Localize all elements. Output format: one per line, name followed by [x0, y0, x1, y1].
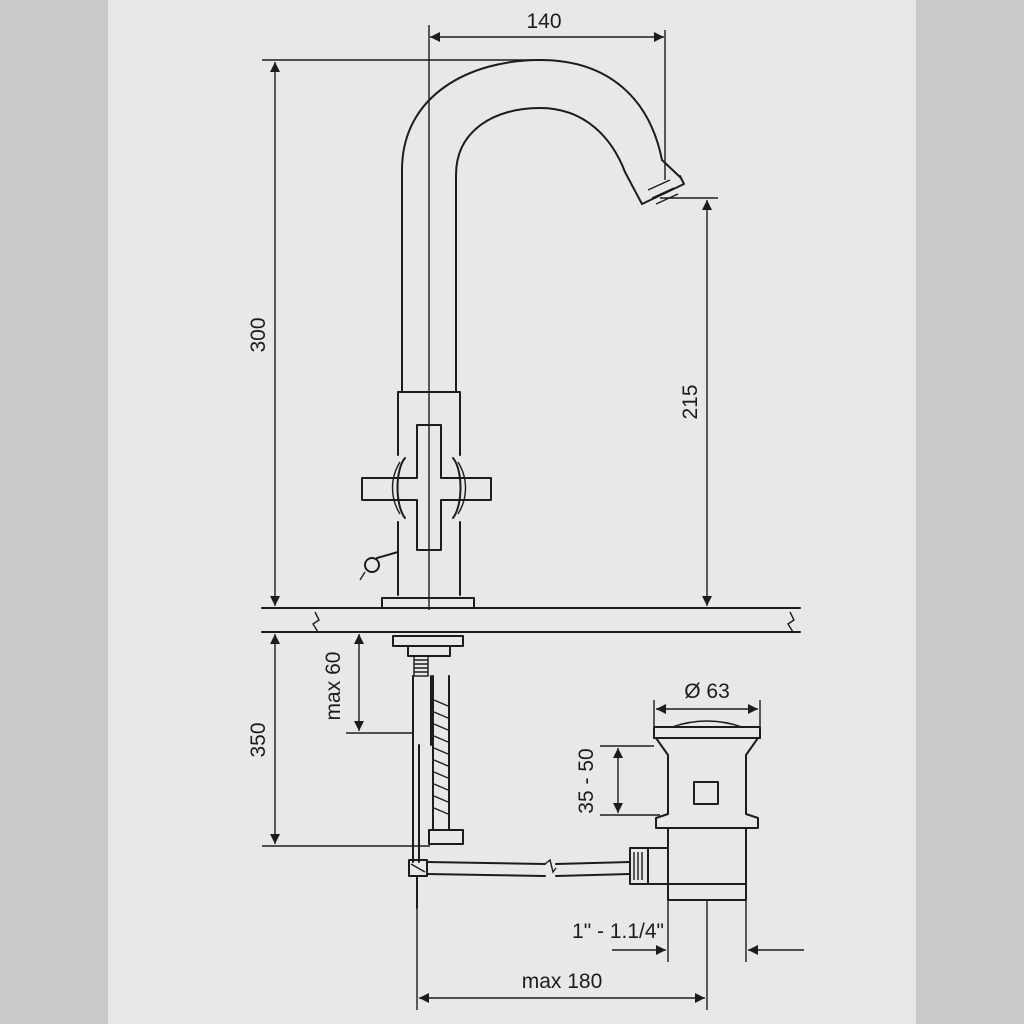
dimension-thread: 1" - 1.1/4" [572, 900, 804, 962]
dimension-140: 140 [430, 10, 666, 180]
dimension-max-180: max 180 [416, 900, 708, 1010]
label-300: 300 [247, 317, 270, 352]
pop-up-linkage [426, 847, 649, 885]
label-215: 215 [679, 384, 702, 419]
label-350: 350 [247, 722, 270, 757]
label-max-180: max 180 [522, 970, 603, 993]
label-thread: 1" - 1.1/4" [572, 920, 664, 943]
label-diameter-63: Ø 63 [684, 680, 730, 703]
dimension-diameter-63: Ø 63 [653, 680, 761, 726]
waste-valve [647, 720, 761, 901]
label-max-60: max 60 [322, 652, 345, 721]
faucet-outline [359, 25, 685, 610]
label-140: 140 [526, 10, 561, 33]
label-35-50: 35 - 50 [575, 748, 598, 813]
dimension-35-50: 35 - 50 [575, 745, 660, 816]
dimension-350: 350 [247, 634, 430, 847]
drawing-sheet [108, 0, 916, 1024]
dimension-max-60: max 60 [322, 634, 414, 734]
dimension-300: 300 [247, 59, 540, 606]
supply-hose-assembly [392, 635, 464, 909]
dimension-215: 215 [660, 197, 718, 606]
countertop [261, 607, 801, 633]
